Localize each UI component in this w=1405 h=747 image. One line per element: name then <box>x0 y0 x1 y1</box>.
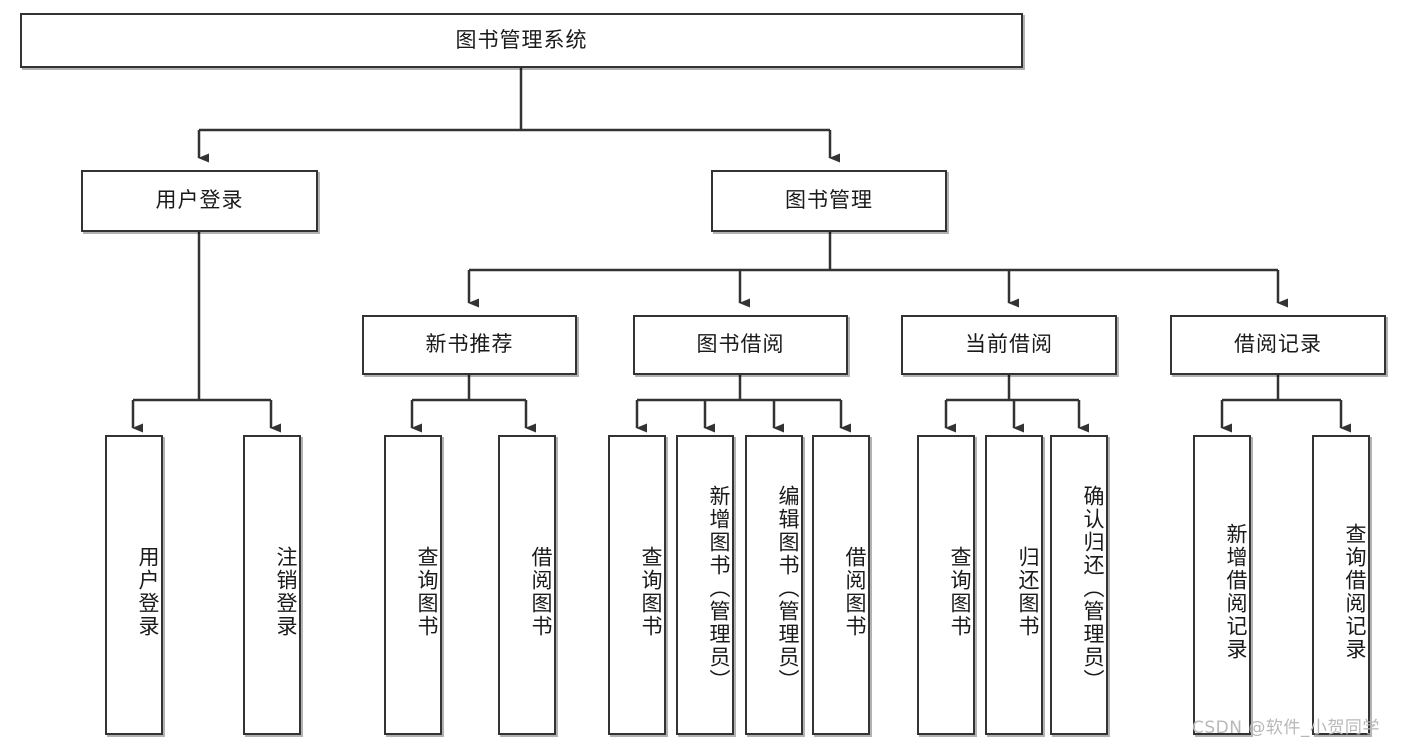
node-root-system[interactable]: 图书管理系统 <box>20 13 1023 68</box>
leaf-borrow-borrow-book[interactable]: 借阅图书 <box>812 435 870 735</box>
node-current-borrow[interactable]: 当前借阅 <box>901 315 1117 375</box>
csdn-watermark: CSDN @软件_小贺同学 <box>1192 718 1380 738</box>
leaf-user-login-signout[interactable]: 注销登录 <box>243 435 301 735</box>
leaf-user-login-signin[interactable]: 用户登录 <box>105 435 163 735</box>
leaf-current-return-book[interactable]: 归还图书 <box>985 435 1043 735</box>
leaf-borrow-edit-book-admin[interactable]: 编辑图书（管理员） <box>745 435 803 735</box>
leaf-borrow-query-book[interactable]: 查询图书 <box>608 435 666 735</box>
leaf-borrow-add-book-admin[interactable]: 新增图书（管理员） <box>676 435 734 735</box>
leaf-record-query-borrow-record[interactable]: 查询借阅记录 <box>1312 435 1370 735</box>
node-user-login[interactable]: 用户登录 <box>81 170 318 232</box>
node-book-borrow[interactable]: 图书借阅 <box>633 315 848 375</box>
leaf-record-add-borrow-record[interactable]: 新增借阅记录 <box>1193 435 1251 735</box>
node-borrow-record[interactable]: 借阅记录 <box>1170 315 1386 375</box>
leaf-current-confirm-return-admin[interactable]: 确认归还（管理员） <box>1050 435 1108 735</box>
leaf-current-query-book[interactable]: 查询图书 <box>917 435 975 735</box>
node-book-management[interactable]: 图书管理 <box>711 170 947 232</box>
leaf-recommend-query-book[interactable]: 查询图书 <box>384 435 442 735</box>
leaf-recommend-borrow-book[interactable]: 借阅图书 <box>498 435 556 735</box>
node-new-book-recommend[interactable]: 新书推荐 <box>362 315 577 375</box>
